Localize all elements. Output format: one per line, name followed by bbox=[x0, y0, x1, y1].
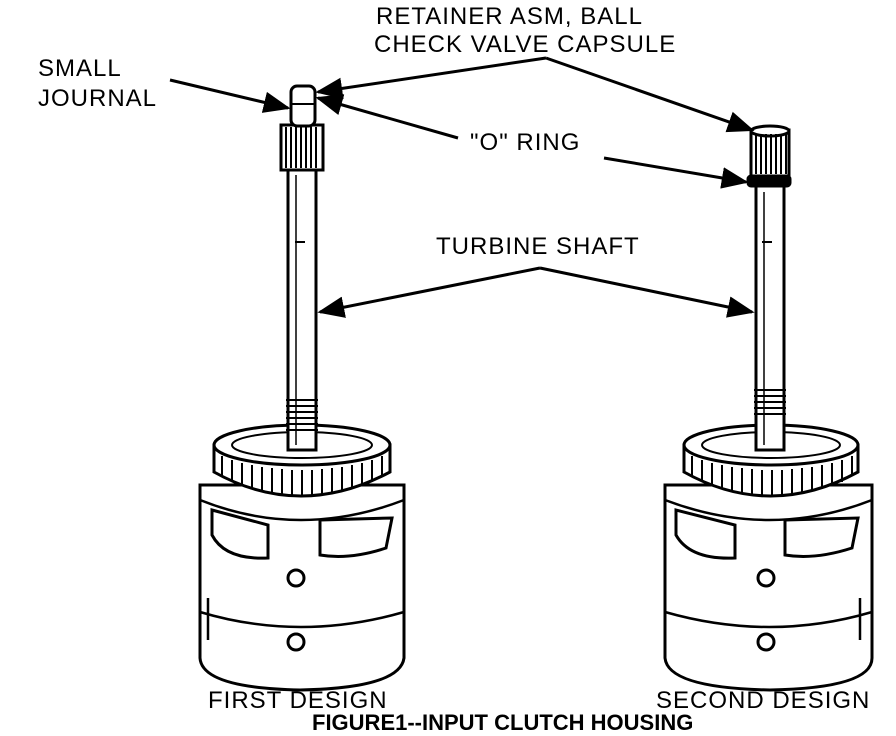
o-ring-label: "O" RING bbox=[470, 129, 581, 156]
retainer-leader bbox=[315, 56, 547, 100]
figure-caption: FIGURE1--INPUT CLUTCH HOUSING bbox=[312, 710, 694, 735]
small-journal-label-line1: SMALL bbox=[38, 55, 122, 82]
small-journal-label-line2: JOURNAL bbox=[38, 85, 158, 112]
first-small-journal bbox=[289, 84, 317, 128]
small-journal-leader bbox=[169, 78, 291, 113]
retainer-label-line1: RETAINER ASM, BALL bbox=[376, 3, 643, 30]
first-design-assembly bbox=[198, 84, 406, 692]
first-design-label: FIRST DESIGN bbox=[208, 687, 388, 714]
first-turbine-shaft bbox=[286, 166, 318, 452]
second-design-assembly bbox=[663, 124, 874, 692]
o-ring-leader bbox=[315, 94, 459, 140]
turbine-shaft-label: TURBINE SHAFT bbox=[436, 233, 640, 260]
turbine-shaft-leader bbox=[317, 266, 541, 318]
second-turbine-shaft bbox=[754, 184, 786, 452]
second-design-label: SECOND DESIGN bbox=[656, 687, 871, 714]
retainer-label-line2: CHECK VALVE CAPSULE bbox=[374, 31, 677, 58]
